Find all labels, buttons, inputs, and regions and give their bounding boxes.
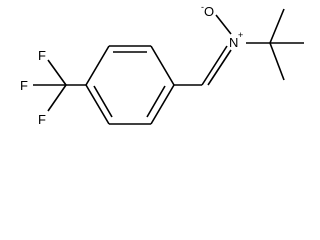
atom-o: O <box>204 4 214 19</box>
ring-bond-3 <box>150 45 175 86</box>
charge-n: + <box>238 30 243 40</box>
atom-n: N <box>229 35 238 50</box>
bond-n-o <box>215 14 232 35</box>
bond-c-f-bottom <box>47 84 67 112</box>
ring-double-bond-left <box>93 85 113 118</box>
atom-f-bottom: F <box>38 112 46 127</box>
bond-c-n-2 <box>207 49 232 86</box>
charge-o: - <box>201 2 204 12</box>
atom-f-left: F <box>20 78 28 93</box>
bonds <box>33 8 304 125</box>
bond-tbu-top <box>269 8 285 44</box>
ring-bond-1 <box>85 45 110 86</box>
bond-c-f-top <box>47 59 67 86</box>
ring-bond-6 <box>85 84 110 125</box>
bond-tbu-bottom <box>269 42 285 81</box>
atom-f-top: F <box>38 48 46 63</box>
bond-c-n-1 <box>201 45 228 86</box>
ring-bond-4 <box>150 84 175 125</box>
chemical-structure: F F F N + O - <box>20 2 304 127</box>
ring-double-bond-right <box>146 85 166 118</box>
atom-labels: F F F N + O - <box>20 2 243 127</box>
